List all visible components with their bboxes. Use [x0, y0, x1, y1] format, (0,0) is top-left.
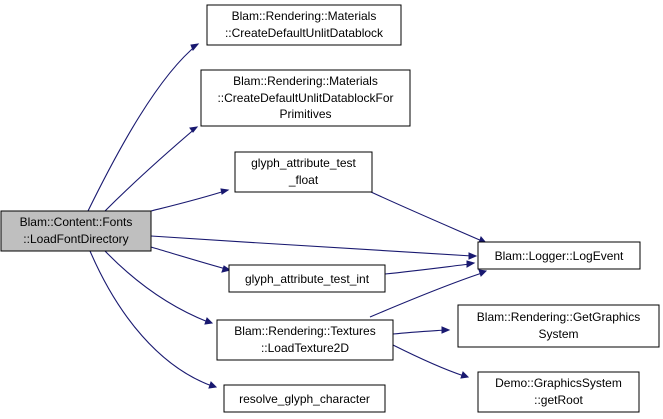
- node-load-texture-2d-line-2: ::LoadTexture2D: [261, 341, 349, 355]
- node-get-root[interactable]: Demo::GraphicsSystem ::getRoot: [477, 371, 640, 413]
- node-glyph-attribute-test-int-line-1: glyph_attribute_test_int: [245, 272, 370, 286]
- edge-glyph-attribute-test-float-to-log-event: [370, 191, 488, 244]
- edge-load-font-directory-to-log-event: [150, 235, 478, 260]
- edge-load-texture-2d-to-log-event: [369, 269, 488, 318]
- node-load-font-directory-line-2: ::LoadFontDirectory: [23, 232, 128, 246]
- node-create-default-unlit-datablock-for-primitives-line-3: Primitives: [279, 107, 331, 121]
- node-log-event[interactable]: Blam::Logger::LogEvent: [477, 241, 641, 270]
- node-create-default-unlit-datablock-line-1: Blam::Rendering::Materials: [232, 9, 377, 23]
- node-get-graphics-system-line-2: System: [538, 327, 578, 341]
- edges-layer: [87, 43, 488, 389]
- node-get-root-line-1: Demo::GraphicsSystem: [495, 376, 622, 390]
- node-load-font-directory[interactable]: Blam::Content::Fonts ::LoadFontDirectory: [0, 210, 152, 252]
- edge-load-font-directory-to-create-default-unlit-datablock-for-primitives: [104, 126, 199, 212]
- edge-load-font-directory-to-glyph-attribute-test-int: [150, 246, 232, 273]
- node-create-default-unlit-datablock-line-2: ::CreateDefaultUnlitDatablock: [225, 26, 384, 40]
- node-get-graphics-system[interactable]: Blam::Rendering::GetGraphics System: [457, 304, 660, 348]
- node-load-font-directory-line-1: Blam::Content::Fonts: [20, 215, 133, 229]
- node-resolve-glyph-character-line-1: resolve_glyph_character: [239, 392, 370, 406]
- node-load-texture-2d-line-1: Blam::Rendering::Textures: [234, 324, 375, 338]
- node-log-event-line-1: Blam::Logger::LogEvent: [495, 249, 624, 263]
- edge-load-font-directory-to-create-default-unlit-datablock: [87, 43, 200, 212]
- node-create-default-unlit-datablock[interactable]: Blam::Rendering::Materials ::CreateDefau…: [206, 4, 402, 46]
- node-glyph-attribute-test-float-line-1: glyph_attribute_test: [251, 156, 356, 170]
- edge-load-texture-2d-to-get-graphics-system: [392, 326, 451, 335]
- node-get-graphics-system-line-1: Blam::Rendering::GetGraphics: [477, 310, 640, 324]
- node-create-default-unlit-datablock-for-primitives-line-1: Blam::Rendering::Materials: [233, 74, 378, 88]
- node-load-texture-2d[interactable]: Blam::Rendering::Textures ::LoadTexture2…: [216, 319, 394, 361]
- edge-load-font-directory-to-glyph-attribute-test-float: [150, 188, 230, 212]
- node-create-default-unlit-datablock-for-primitives-line-2: ::CreateDefaultUnlitDatablockFor: [217, 91, 393, 105]
- edge-load-font-directory-to-resolve-glyph-character: [89, 250, 218, 389]
- node-create-default-unlit-datablock-for-primitives[interactable]: Blam::Rendering::Materials ::CreateDefau…: [200, 69, 411, 127]
- node-glyph-attribute-test-float[interactable]: glyph_attribute_test _float: [234, 151, 373, 193]
- node-glyph-attribute-test-int[interactable]: glyph_attribute_test_int: [228, 264, 386, 293]
- node-resolve-glyph-character[interactable]: resolve_glyph_character: [223, 384, 386, 413]
- edge-load-font-directory-to-load-texture-2d: [104, 250, 214, 325]
- edge-glyph-attribute-test-int-to-log-event: [384, 260, 476, 275]
- edge-load-texture-2d-to-get-root: [392, 344, 470, 379]
- node-glyph-attribute-test-float-line-2: _float: [288, 173, 319, 187]
- node-get-root-line-2: ::getRoot: [534, 393, 583, 407]
